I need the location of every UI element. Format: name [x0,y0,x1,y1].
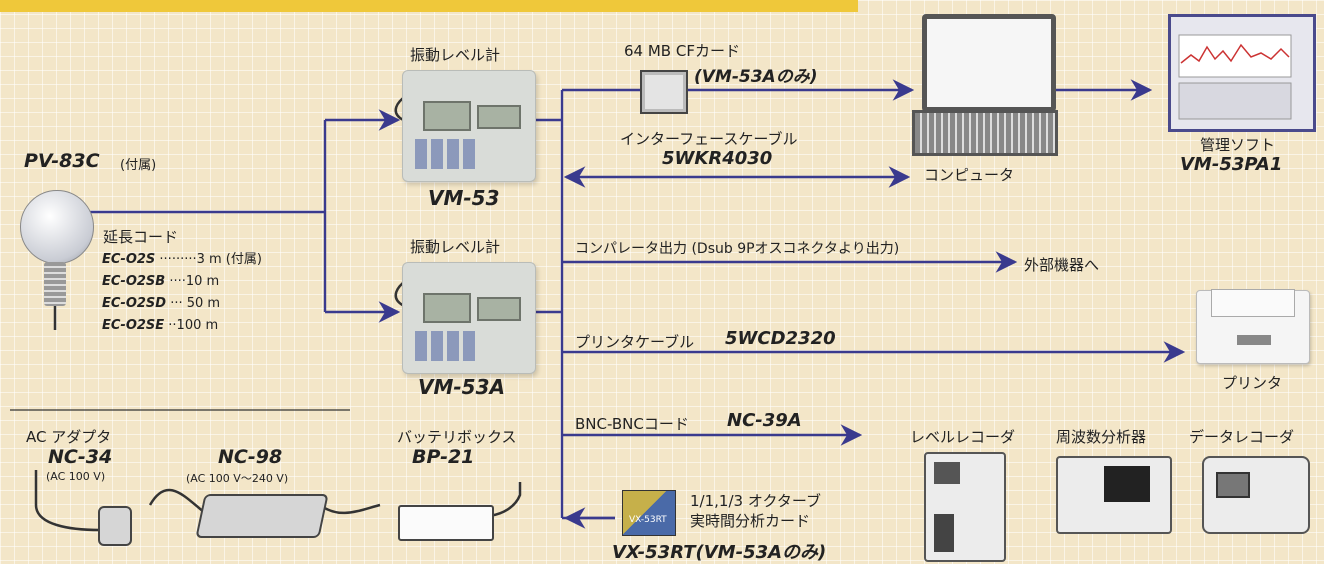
printer-cable-label: プリンタケーブル [575,333,695,351]
ext-cord-model: EC-O2SB [102,274,166,289]
data-recorder-device [1202,456,1310,534]
header-bar [0,0,858,12]
ac-adapter-model: NC-34 [48,446,113,468]
bnc-model: NC-39A [727,410,802,431]
sensor-model: PV-83C [24,150,100,172]
cf-card-note: (VM-53Aのみ) [694,67,818,87]
freq-analyzer-device [1056,456,1172,534]
meter-bottom-label: 振動レベル計 [410,238,501,256]
battery-model: BP-21 [412,446,475,468]
software-screenshot [1168,14,1316,132]
sensor-note: (付属) [120,158,157,173]
octave-card-line2: 実時間分析カード [690,512,811,530]
computer-label: コンピュータ [924,166,1015,184]
octave-card-model: VX-53RT(VM-53Aのみ) [612,542,827,563]
battery-label: バッテリボックス [397,428,517,446]
pickup-connector [44,262,66,306]
ac-adapter-spec: (AC 100 V) [46,470,106,483]
software-model: VM-53PA1 [1180,154,1283,175]
laptop-screen [922,14,1056,112]
ext-cord-spec: ····10 m [169,274,220,289]
ext-cord-spec: ·········3 m (付属) [159,252,262,267]
iface-cable-label: インターフェースケーブル [620,130,798,148]
nc98-body [195,494,329,538]
printer-device [1196,289,1310,364]
ac-adapter-body [98,506,132,546]
data-recorder-label: データレコーダ [1189,428,1295,446]
battery-box-body [398,505,494,541]
meter-bottom-model: VM-53A [418,375,505,399]
cf-card-label: 64 MB CFカード [624,42,740,60]
ext-cord-model: EC-O2S [102,252,156,267]
ac-adapter-label: AC アダプタ [26,428,112,446]
cf-card-icon [640,70,688,114]
ext-cord-model: EC-O2SD [102,296,167,311]
ext-cord-title: 延長コード [103,228,179,246]
software-label: 管理ソフト [1200,136,1276,154]
iface-cable-model: 5WKR4030 [662,148,773,169]
ext-cord-model: EC-O2SE [102,318,165,333]
printer-cable-model: 5WCD2320 [725,328,836,349]
software-waveform [1178,34,1292,120]
octave-card-line1: 1/1,1/3 オクターブ [690,492,822,510]
laptop-keyboard [912,110,1058,156]
ext-cord-list: EC-O2S ·········3 m (付属) EC-O2SB ····10 … [102,249,262,337]
meter-bottom-device [402,262,536,374]
level-recorder-device [924,452,1006,562]
nc98-spec: (AC 100 V〜240 V) [186,472,289,485]
ext-cord-spec: ··· 50 m [170,296,221,311]
ext-cord-spec: ··100 m [168,318,219,333]
vibration-pickup [20,190,94,264]
comparator-label: コンパレータ出力 (Dsub 9Pオスコネクタより出力) [575,241,900,257]
meter-top-device [402,70,536,182]
octave-card-chip-label: VX-53RT [629,515,667,525]
octave-card-icon: VX-53RT [622,490,676,536]
printer-label: プリンタ [1222,374,1283,392]
bnc-label: BNC-BNCコード [575,415,689,433]
freq-analyzer-label: 周波数分析器 [1056,428,1147,446]
comparator-target: 外部機器へ [1024,256,1100,274]
meter-top-label: 振動レベル計 [410,46,501,64]
meter-top-model: VM-53 [428,186,500,210]
level-recorder-label: レベルレコーダ [910,428,1016,446]
nc98-model: NC-98 [218,446,283,468]
